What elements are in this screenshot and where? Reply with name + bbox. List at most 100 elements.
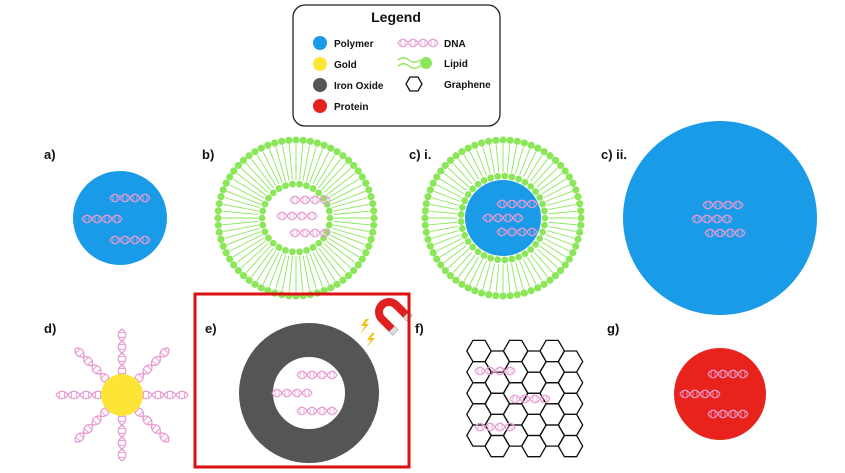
magnet-icon [375, 298, 413, 336]
lipid-head [326, 214, 334, 222]
lipid-tail [547, 230, 575, 239]
graphene-lattice [466, 339, 584, 458]
lipid-head [271, 139, 279, 147]
lipid-head [344, 156, 353, 164]
lipid-head [429, 249, 437, 257]
lipid-head [492, 292, 500, 300]
lipid-head [527, 141, 535, 149]
lipid-head [569, 249, 577, 257]
lipid-head [245, 276, 253, 284]
dna-strand [55, 390, 105, 400]
lipid-bilayer [421, 136, 585, 300]
lipid-head [433, 255, 441, 263]
lipid-head [299, 136, 307, 144]
lipid-head [508, 173, 516, 181]
lipid-head [315, 239, 323, 247]
lipid-head [494, 172, 502, 180]
polymer-nanoparticle [73, 171, 167, 265]
lipid-tail [328, 237, 360, 258]
lipid-head [527, 246, 535, 253]
lipid-head [309, 244, 317, 251]
dna-strand [474, 366, 516, 376]
lipid-head [551, 272, 560, 280]
lipid-head [219, 186, 227, 194]
dna-strand [296, 406, 338, 416]
lipid-head [520, 289, 528, 297]
lipid-head [422, 228, 430, 236]
lipid-head [354, 261, 362, 269]
lipid-head [320, 234, 327, 242]
lipid-head [458, 148, 466, 156]
lipid-head [574, 193, 582, 201]
lipid-head [257, 284, 265, 292]
lipid-head [471, 141, 479, 149]
lipid-head [534, 284, 542, 292]
lipid-tail [547, 197, 575, 206]
lipid-tail [488, 145, 495, 173]
lipid-head [370, 207, 378, 215]
lipid-head [426, 186, 434, 194]
lipid-head [365, 242, 373, 250]
lipid-head [540, 207, 548, 215]
panel-label-c-ii: c) ii. [601, 147, 627, 162]
lipid-head [494, 256, 502, 264]
lipid-tail [539, 245, 563, 263]
lipid-tail [309, 148, 324, 183]
lipid-head [251, 280, 259, 288]
lipid-tail [232, 178, 264, 199]
lipid-tail [224, 197, 260, 209]
lipid-head [577, 221, 585, 229]
lipid-head [515, 175, 523, 183]
lipid-head [426, 242, 434, 250]
lipid-tail [326, 240, 356, 263]
lipid-head [464, 191, 472, 198]
lipid-head [421, 214, 429, 222]
lipid-tail [475, 148, 487, 176]
lipid-head [257, 144, 265, 152]
lipid-tail [299, 144, 304, 181]
lipid-tail [433, 234, 461, 246]
lipid-head [269, 239, 277, 247]
lipid-head [478, 289, 486, 297]
lipid-head [513, 137, 521, 145]
lipid-tail [506, 263, 511, 292]
lipid-head [230, 261, 238, 269]
lipid-head [458, 204, 466, 211]
lipid-head [446, 272, 455, 280]
graphene-hexagon [557, 350, 584, 373]
lipid-head [513, 291, 521, 299]
dna-strand [131, 345, 172, 386]
lipid-tail [526, 256, 543, 282]
lipid-head [520, 139, 528, 147]
lipid-head [539, 228, 547, 236]
lipid-head [339, 276, 347, 284]
lipid-head [354, 167, 362, 175]
lipid-tail [548, 210, 577, 215]
lipid-tail [256, 154, 277, 186]
lipid-head [551, 156, 560, 164]
lipid-tail [430, 226, 458, 233]
lipid-head [269, 189, 277, 197]
lipid-head [478, 139, 486, 147]
lipid-head [572, 242, 580, 250]
lipid-tail [315, 154, 336, 186]
dna-strand [72, 404, 113, 445]
lipid-head [437, 167, 445, 175]
lipid-head [565, 173, 573, 181]
lipid-tail [511, 145, 518, 173]
lipid-head [499, 292, 507, 300]
lipid-tail [226, 190, 261, 205]
lipid-head [577, 207, 585, 215]
iron-oxide-nanoparticle [239, 323, 379, 463]
lipid-head [215, 228, 223, 236]
lipid-tail [318, 248, 341, 278]
legend-label-polymer: Polymer [334, 39, 374, 50]
lipid-swatch-icon [397, 57, 432, 69]
lipid-head [239, 272, 248, 280]
lipid-tail [232, 237, 264, 258]
graphene-hexagon [557, 434, 584, 458]
lipid-head [222, 249, 230, 257]
lipid-tail [236, 173, 266, 196]
legend-title: Legend [371, 9, 421, 25]
